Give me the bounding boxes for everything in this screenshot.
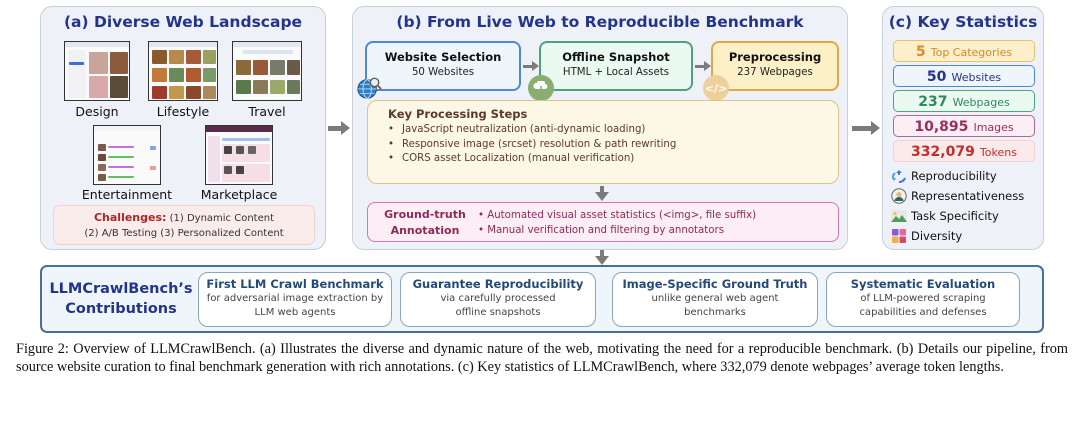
contribution-title: Guarantee Reproducibility [412, 277, 584, 291]
challenges-line-1: (1) Dynamic Content [169, 213, 275, 224]
ground-truth-title-line-1: Ground-truth [384, 208, 466, 221]
stat-unit: Top Categories [930, 46, 1013, 59]
stage-subtitle: HTML + Local Assets [562, 67, 670, 78]
key-step-item: Responsive image (srcset) resolution & p… [388, 138, 838, 153]
figure-caption: Figure 2: Overview of LLMCrawlBench. (a)… [16, 341, 1068, 375]
arrow-selection-to-snapshot [523, 61, 539, 71]
category-label-marketplace: Marketplace [200, 187, 278, 202]
challenges-line-2: (2) A/B Testing (3) Personalized Content [84, 228, 284, 239]
panel-a-title: (a) Diverse Web Landscape [63, 13, 303, 31]
property-label: Reproducibility [911, 169, 997, 183]
cloud-download-icon [528, 75, 554, 101]
category-label-design: Design [75, 104, 119, 119]
person-avatar-icon [891, 188, 907, 204]
contribution-description: via carefully processed offline snapshot… [440, 293, 556, 318]
arrow-b-to-contributions [595, 250, 609, 265]
ground-truth-annotation: Ground-truth Annotation • Automated visu… [367, 202, 839, 242]
property-label: Representativeness [911, 189, 1025, 203]
category-label-travel: Travel [248, 104, 286, 119]
globe-search-icon [356, 75, 382, 101]
stage-subtitle: 50 Websites [411, 67, 475, 78]
stat-websites: 50 Websites [893, 65, 1035, 87]
contribution-card-systematic-evaluation: Systematic Evaluation of LLM-powered scr… [826, 272, 1020, 327]
stage-title: Website Selection [384, 50, 502, 64]
arrow-steps-to-annotation [595, 186, 609, 201]
stat-value: 332,079 [911, 144, 975, 160]
stat-webpages: 237 Webpages [893, 90, 1035, 112]
category-label-lifestyle: Lifestyle [156, 104, 210, 119]
challenges-heading: Challenges: [93, 211, 167, 224]
recycle-icon [891, 168, 907, 184]
stage-subtitle: 237 Webpages [737, 67, 813, 78]
ground-truth-title-line-2: Annotation [390, 224, 460, 237]
arrow-b-to-c [852, 121, 880, 135]
stat-unit: Images [973, 121, 1014, 134]
stat-unit: Websites [951, 71, 1002, 84]
contribution-card-ground-truth: Image-Specific Ground Truth unlike gener… [612, 272, 818, 327]
contribution-card-reproducibility: Guarantee Reproducibility via carefully … [400, 272, 596, 327]
property-diversity: Diversity [891, 228, 962, 244]
arrow-a-to-b [328, 121, 350, 135]
contribution-title: Image-Specific Ground Truth [622, 277, 808, 291]
stage-title: Preprocessing [728, 50, 822, 64]
stage-website-selection: Website Selection 50 Websites [365, 41, 521, 91]
property-task-specificity: Task Specificity [891, 208, 999, 224]
marketplace-website-thumbnail [205, 125, 273, 185]
stat-images: 10,895 Images [893, 115, 1035, 137]
stage-offline-snapshot: Offline Snapshot HTML + Local Assets [539, 41, 693, 91]
stat-top-categories: 5 Top Categories [893, 40, 1035, 62]
panel-b-title: (b) From Live Web to Reproducible Benchm… [396, 13, 804, 31]
contributions-title: LLMCrawlBench’s Contributions [46, 279, 196, 319]
stat-unit: Tokens [979, 146, 1017, 159]
key-step-item: CORS asset Localization (manual verifica… [388, 152, 838, 167]
puzzle-diversity-icon [891, 228, 907, 244]
contribution-title: Systematic Evaluation [850, 277, 996, 291]
stat-tokens: 332,079 Tokens [893, 140, 1035, 162]
code-icon: </> [703, 75, 729, 101]
key-processing-steps: Key Processing Steps JavaScript neutrali… [367, 100, 839, 184]
stat-value: 50 [926, 69, 947, 85]
stage-title: Offline Snapshot [562, 50, 670, 64]
ground-truth-item: • Manual verification and filtering by a… [478, 225, 725, 236]
stat-value: 5 [915, 44, 926, 60]
stage-preprocessing: Preprocessing 237 Webpages [711, 41, 839, 91]
panel-pipeline: (b) From Live Web to Reproducible Benchm… [352, 6, 848, 250]
property-representativeness: Representativeness [891, 188, 1024, 204]
ground-truth-title: Ground-truth Annotation [382, 207, 468, 239]
contribution-description: unlike general web agent benchmarks [651, 293, 779, 318]
contributions-title-line-2: Contributions [65, 301, 177, 317]
key-steps-title: Key Processing Steps [388, 107, 528, 121]
key-step-item: JavaScript neutralization (anti-dynamic … [388, 123, 838, 138]
image-landscape-icon [891, 208, 907, 224]
lifestyle-website-thumbnail [148, 41, 218, 101]
panel-c-title: (c) Key Statistics [888, 13, 1038, 31]
property-reproducibility: Reproducibility [891, 168, 997, 184]
travel-website-thumbnail [232, 41, 302, 101]
challenges-box: Challenges: (1) Dynamic Content (2) A/B … [53, 205, 315, 245]
property-label: Diversity [911, 229, 963, 243]
property-label: Task Specificity [911, 209, 999, 223]
stat-value: 10,895 [914, 119, 969, 135]
contribution-description: of LLM-powered scraping capabilities and… [859, 293, 987, 318]
arrow-snapshot-to-preprocessing [695, 61, 711, 71]
contribution-card-first-benchmark: First LLM Crawl Benchmark for adversaria… [198, 272, 392, 327]
stat-value: 237 [918, 94, 948, 110]
stat-unit: Webpages [952, 96, 1010, 109]
contribution-title: First LLM Crawl Benchmark [206, 277, 384, 291]
contributions-title-line-1: LLMCrawlBench’s [49, 281, 193, 297]
ground-truth-item: • Automated visual asset statistics (<im… [478, 210, 757, 221]
design-website-thumbnail [64, 41, 130, 101]
panel-key-statistics: (c) Key Statistics 5 Top Categories 50 W… [882, 6, 1044, 250]
category-label-entertainment: Entertainment [81, 187, 173, 202]
contributions-box: LLMCrawlBench’s Contributions First LLM … [40, 265, 1044, 333]
contribution-description: for adversarial image extraction by LLM … [206, 293, 384, 318]
entertainment-website-thumbnail [93, 125, 161, 185]
panel-diverse-web-landscape: (a) Diverse Web Landscape Design Lifesty… [40, 6, 326, 250]
